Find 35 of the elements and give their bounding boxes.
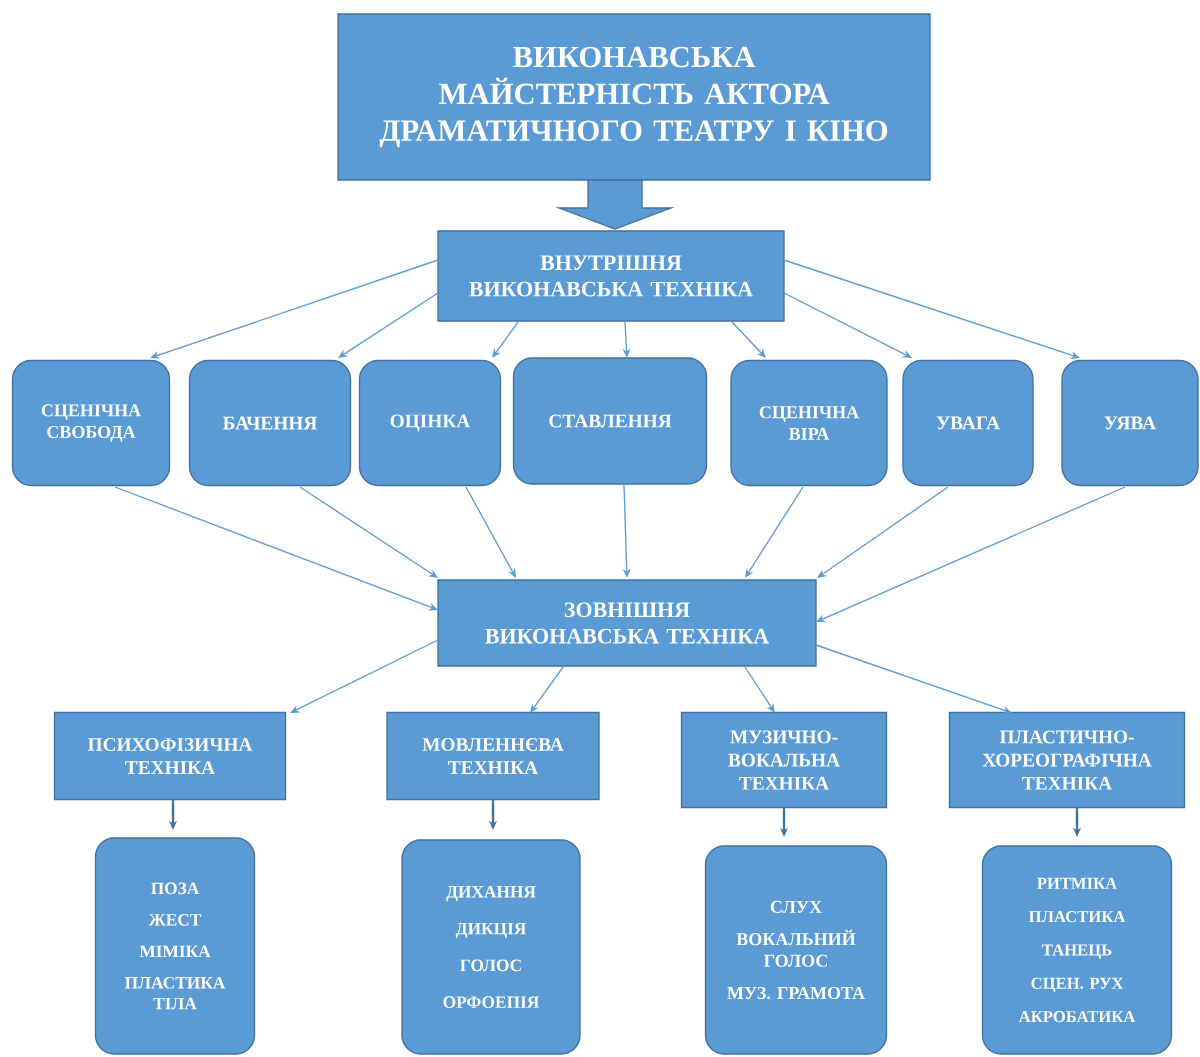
arrow	[150, 259, 439, 359]
arrow	[783, 259, 1080, 359]
arrow	[465, 486, 516, 578]
arrow	[290, 639, 439, 713]
rounded-box: СЦЕНІЧНА СВОБОДА	[11, 359, 171, 487]
arrow	[817, 486, 949, 578]
title-box: ВИКОНАВСЬКА МАЙСТЕРНІСТЬ АКТОРА ДРАМАТИЧНОГО ТЕАТРУ І КІНО	[337, 13, 931, 181]
process-box: ВНУТРІШНЯ ВИКОНАВСЬКА ТЕХНІКА	[437, 230, 785, 322]
rounded-box: БАЧЕННЯ	[188, 359, 352, 487]
arrow	[338, 292, 439, 358]
arrow	[815, 644, 1012, 714]
rounded-box: ОЦІНКА	[358, 359, 502, 487]
rounded-box: УЯВА	[1061, 359, 1199, 487]
rounded-box: СЛУХ ВОКАЛЬНИЙ ГОЛОС МУЗ. ГРАМОТА	[704, 845, 888, 1055]
arrow	[114, 486, 438, 611]
arrow	[745, 486, 804, 578]
arrow	[816, 486, 1126, 622]
rounded-box: ДИХАННЯ ДИКЦІЯ ГОЛОС ОРФОЕПІЯ	[401, 839, 581, 1055]
block-arrow	[555, 179, 675, 230]
rounded-box: УВАГА	[902, 359, 1034, 487]
arrow	[731, 321, 766, 358]
rounded-box: СТАВЛЕННЯ	[512, 357, 708, 485]
rounded-box: ПОЗА ЖЕСТ МІМІКА ПЛАСТИКА ТІЛА	[94, 837, 256, 1055]
process-box: МУЗИЧНО- ВОКАЛЬНА ТЕХНІКА	[680, 711, 888, 809]
rounded-box: РИТМІКА ПЛАСТИКА ТАНЕЦЬ СЦЕН. РУХ АКРОБАТИКА	[981, 845, 1173, 1055]
process-box: ПЛАСТИЧНО- ХОРЕОГРАФІЧНА ТЕХНІКА	[948, 711, 1186, 809]
arrow	[744, 666, 775, 713]
arrow	[530, 666, 564, 713]
process-box: ЗОВНІШНЯ ВИКОНАВСЬКА ТЕХНІКА	[437, 579, 817, 667]
process-box: МОВЛЕННЄВА ТЕХНІКА	[386, 711, 600, 801]
arrow	[492, 321, 519, 358]
arrow	[783, 292, 912, 358]
process-box: ПСИХОФІЗИЧНА ТЕХНІКА	[53, 711, 287, 801]
rounded-box: СЦЕНІЧНА ВІРА	[730, 359, 888, 487]
arrow	[299, 486, 438, 578]
